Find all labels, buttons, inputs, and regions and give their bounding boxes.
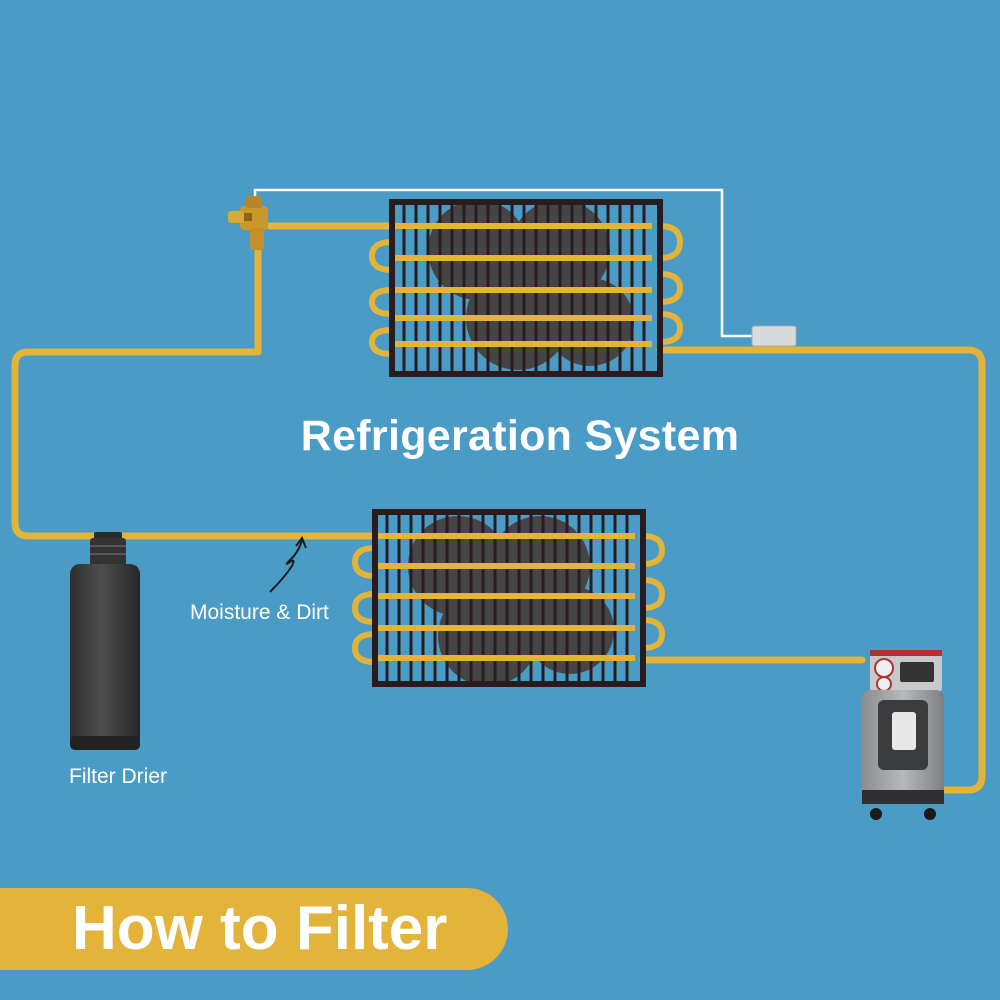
expansion-valve-icon (228, 196, 268, 250)
banner-text: How to Filter (72, 894, 448, 963)
lower-bends (351, 533, 666, 665)
capillary-line (253, 188, 752, 338)
recovery-machine-icon (862, 650, 944, 820)
upper-coil (368, 199, 684, 377)
diagram-title: Refrigeration System (300, 412, 740, 460)
refrigerant-pipe (11, 222, 986, 794)
filter-drier-icon (70, 532, 140, 750)
sensor-box (751, 325, 797, 347)
filter-drier-label: Filter Drier (69, 765, 167, 788)
upper-bends (368, 223, 684, 357)
moisture-arrow (269, 535, 307, 593)
lower-coil (351, 509, 666, 687)
how-to-filter-banner: How to Filter (0, 888, 508, 970)
moisture-label: Moisture & Dirt (190, 601, 329, 624)
